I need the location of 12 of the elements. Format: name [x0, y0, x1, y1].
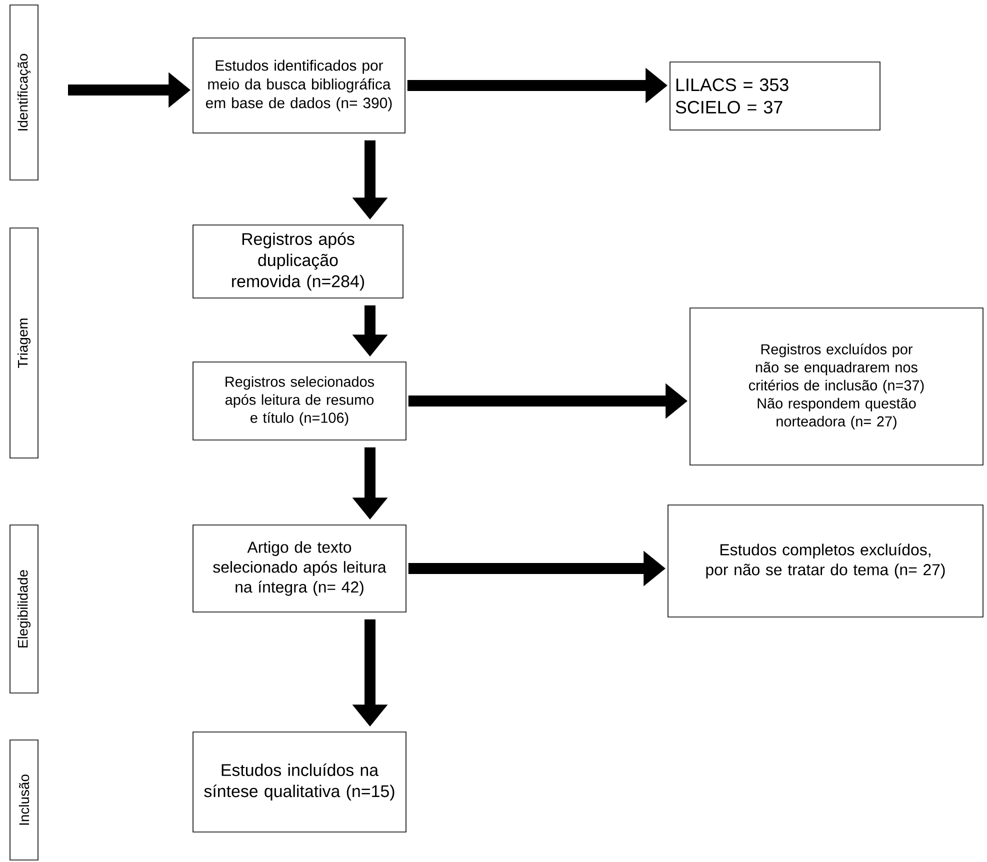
stage-label: Inclusão [10, 740, 38, 860]
stage-label: Identificação [10, 4, 38, 180]
process-box: Estudos completos excluídos, por não se tratar do tema (n= 27) [668, 504, 984, 618]
process-box: Registros excluídos por não se enquadrarem nos critérios de inclusão (n=37) Não respondem questão norteadora (n= 27) [690, 308, 984, 466]
process-box: Estudos incluídos na síntese qualitativa (n=15) [192, 732, 406, 832]
stage-label: Elegibilidade [10, 524, 38, 694]
process-box: Artigo de texto selecionado após leitura na íntegra (n= 42) [192, 524, 406, 612]
process-box: Registros selecionados após leitura de resumo e título (n=106) [192, 362, 406, 440]
stage-label: Triagem [10, 228, 38, 458]
process-box: LILACS = 353 SCIELO = 37 [670, 62, 880, 130]
process-box: Registros após duplicação removida (n=284) [192, 224, 404, 298]
process-box: Estudos identificados por meio da busca bibliográfica em base de dados (n= 390) [192, 38, 406, 134]
